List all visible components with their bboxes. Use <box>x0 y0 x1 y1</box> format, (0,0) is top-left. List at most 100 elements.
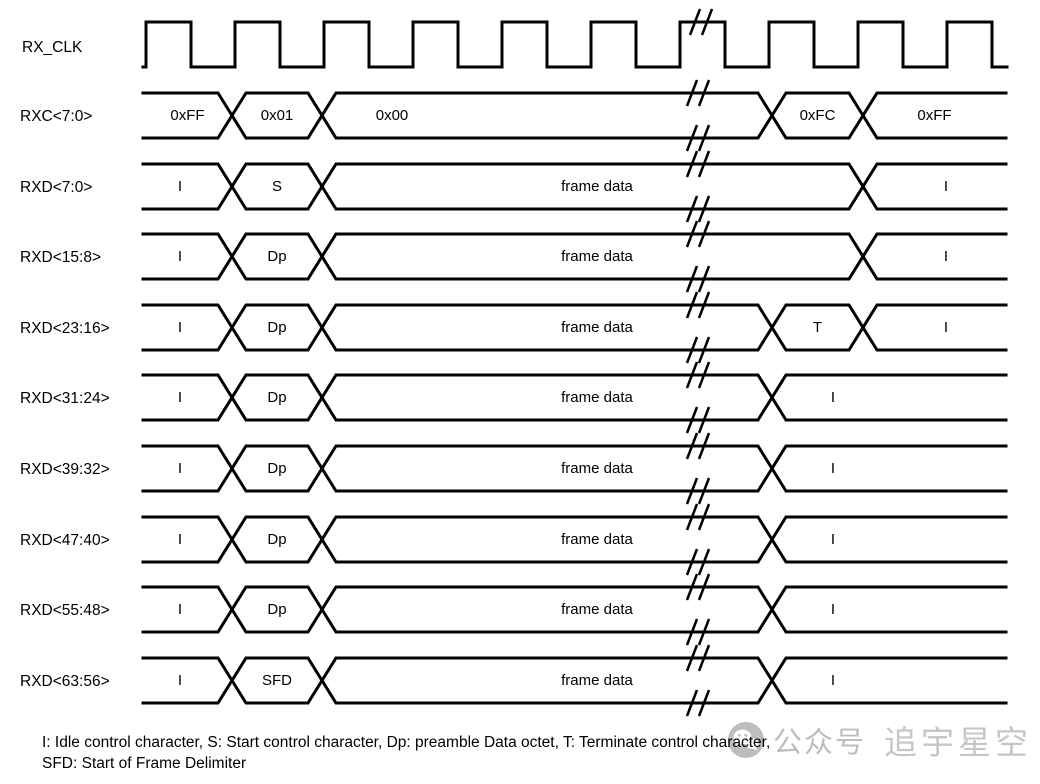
bus-segment-label: I <box>178 672 182 689</box>
bus-line <box>141 303 1008 352</box>
bus-line <box>141 585 1008 634</box>
bus-break-mark <box>697 689 711 717</box>
watermark-name: 追宇星空 <box>884 724 1033 761</box>
bus-segment-label: I <box>944 178 948 195</box>
bus-break-mark <box>685 618 699 646</box>
bus-break-mark <box>685 503 699 531</box>
bus-segment-label: frame data <box>561 460 633 477</box>
signal-label: RXD<23:16> <box>20 320 110 337</box>
bus-segment-label: 0xFF <box>170 107 204 124</box>
bus-segment-label: Dp <box>267 531 286 548</box>
bus-break-mark <box>697 432 711 460</box>
bus-break-mark <box>685 124 699 152</box>
bus-segment-label: I <box>178 178 182 195</box>
legend-line-1: I: Idle control character, S: Start cont… <box>42 734 771 751</box>
bus-segment-label: I <box>178 601 182 618</box>
bus-segment-label: I <box>178 531 182 548</box>
bus-line <box>141 444 1008 493</box>
bus-break-mark <box>697 79 711 107</box>
bus-break-mark <box>685 361 699 389</box>
bus-break-mark <box>685 150 699 178</box>
wechat-icon <box>727 721 765 759</box>
bus-line <box>141 373 1008 422</box>
bus-break-mark <box>685 336 699 364</box>
watermark-label: 公众号 <box>773 727 867 759</box>
bus-break-mark <box>697 477 711 505</box>
bus-segment-label: I <box>178 460 182 477</box>
bus-segment-label: frame data <box>561 178 633 195</box>
bus-line <box>141 232 1008 281</box>
bus-segment-label: frame data <box>561 672 633 689</box>
signal-label-rx-clk: RX_CLK <box>22 39 83 56</box>
bus-break-mark <box>685 195 699 223</box>
bus-segment-label: I <box>831 389 835 406</box>
bus-break-mark <box>697 618 711 646</box>
bus-line <box>141 162 1008 211</box>
signal-label: RXD<47:40> <box>20 532 110 549</box>
signal-label: RXD<39:32> <box>20 461 110 478</box>
bus-segment-label: I <box>178 389 182 406</box>
bus-line <box>141 515 1008 564</box>
bus-segment-label: I <box>944 248 948 265</box>
bus-segment-label: Dp <box>267 389 286 406</box>
bus-break-mark <box>697 644 711 672</box>
bus-break-mark <box>697 265 711 293</box>
bus-segment-label: 0x00 <box>376 107 409 124</box>
bus-break-mark <box>685 79 699 107</box>
bus-break-mark <box>697 406 711 434</box>
bus-segment-label: frame data <box>561 389 633 406</box>
bus-segment-label: Dp <box>267 460 286 477</box>
signal-label: RXD<55:48> <box>20 602 110 619</box>
bus-segment-label: SFD <box>262 672 292 689</box>
bus-break-mark <box>685 432 699 460</box>
clock-break-mark <box>700 8 714 36</box>
signal-label: RXD<7:0> <box>20 179 92 196</box>
bus-break-mark <box>697 220 711 248</box>
bus-segment-label: 0x01 <box>261 107 294 124</box>
bus-break-mark <box>697 548 711 576</box>
bus-break-mark <box>685 406 699 434</box>
signal-label: RXC<7:0> <box>20 108 92 125</box>
bus-break-mark <box>685 548 699 576</box>
signal-label: RXD<15:8> <box>20 249 101 266</box>
bus-segment-label: I <box>831 531 835 548</box>
bus-break-mark <box>685 291 699 319</box>
bus-segment-label: 0xFF <box>917 107 951 124</box>
legend-line-2: SFD: Start of Frame Delimiter <box>42 755 247 772</box>
legend: I: Idle control character, S: Start cont… <box>42 732 770 774</box>
bus-segment-label: I <box>944 319 948 336</box>
clock-waveform <box>141 20 1009 69</box>
bus-break-mark <box>685 689 699 717</box>
bus-break-mark <box>685 220 699 248</box>
bus-segment-label: frame data <box>561 319 633 336</box>
bus-break-mark <box>697 291 711 319</box>
bus-segment-label: I <box>831 601 835 618</box>
bus-segment-label: T <box>813 319 822 336</box>
bus-break-mark <box>697 195 711 223</box>
watermark: 公众号 追宇星空 <box>727 716 1032 764</box>
bus-break-mark <box>697 573 711 601</box>
signal-label: RXD<63:56> <box>20 673 110 690</box>
bus-break-mark <box>697 336 711 364</box>
bus-line <box>141 656 1008 705</box>
bus-break-mark <box>685 477 699 505</box>
bus-segment-label: Dp <box>267 601 286 618</box>
bus-break-mark <box>685 573 699 601</box>
bus-break-mark <box>685 265 699 293</box>
bus-break-mark <box>697 503 711 531</box>
clock-break-mark <box>688 8 702 36</box>
signal-label: RXD<31:24> <box>20 390 110 407</box>
bus-segment-label: I <box>831 672 835 689</box>
bus-break-mark <box>697 124 711 152</box>
bus-break-mark <box>697 150 711 178</box>
bus-break-mark <box>685 644 699 672</box>
bus-line <box>141 91 1008 140</box>
bus-segment-label: I <box>178 248 182 265</box>
bus-segment-label: frame data <box>561 531 633 548</box>
bus-segment-label: I <box>831 460 835 477</box>
bus-segment-label: frame data <box>561 601 633 618</box>
bus-segment-label: Dp <box>267 319 286 336</box>
bus-segment-label: S <box>272 178 282 195</box>
